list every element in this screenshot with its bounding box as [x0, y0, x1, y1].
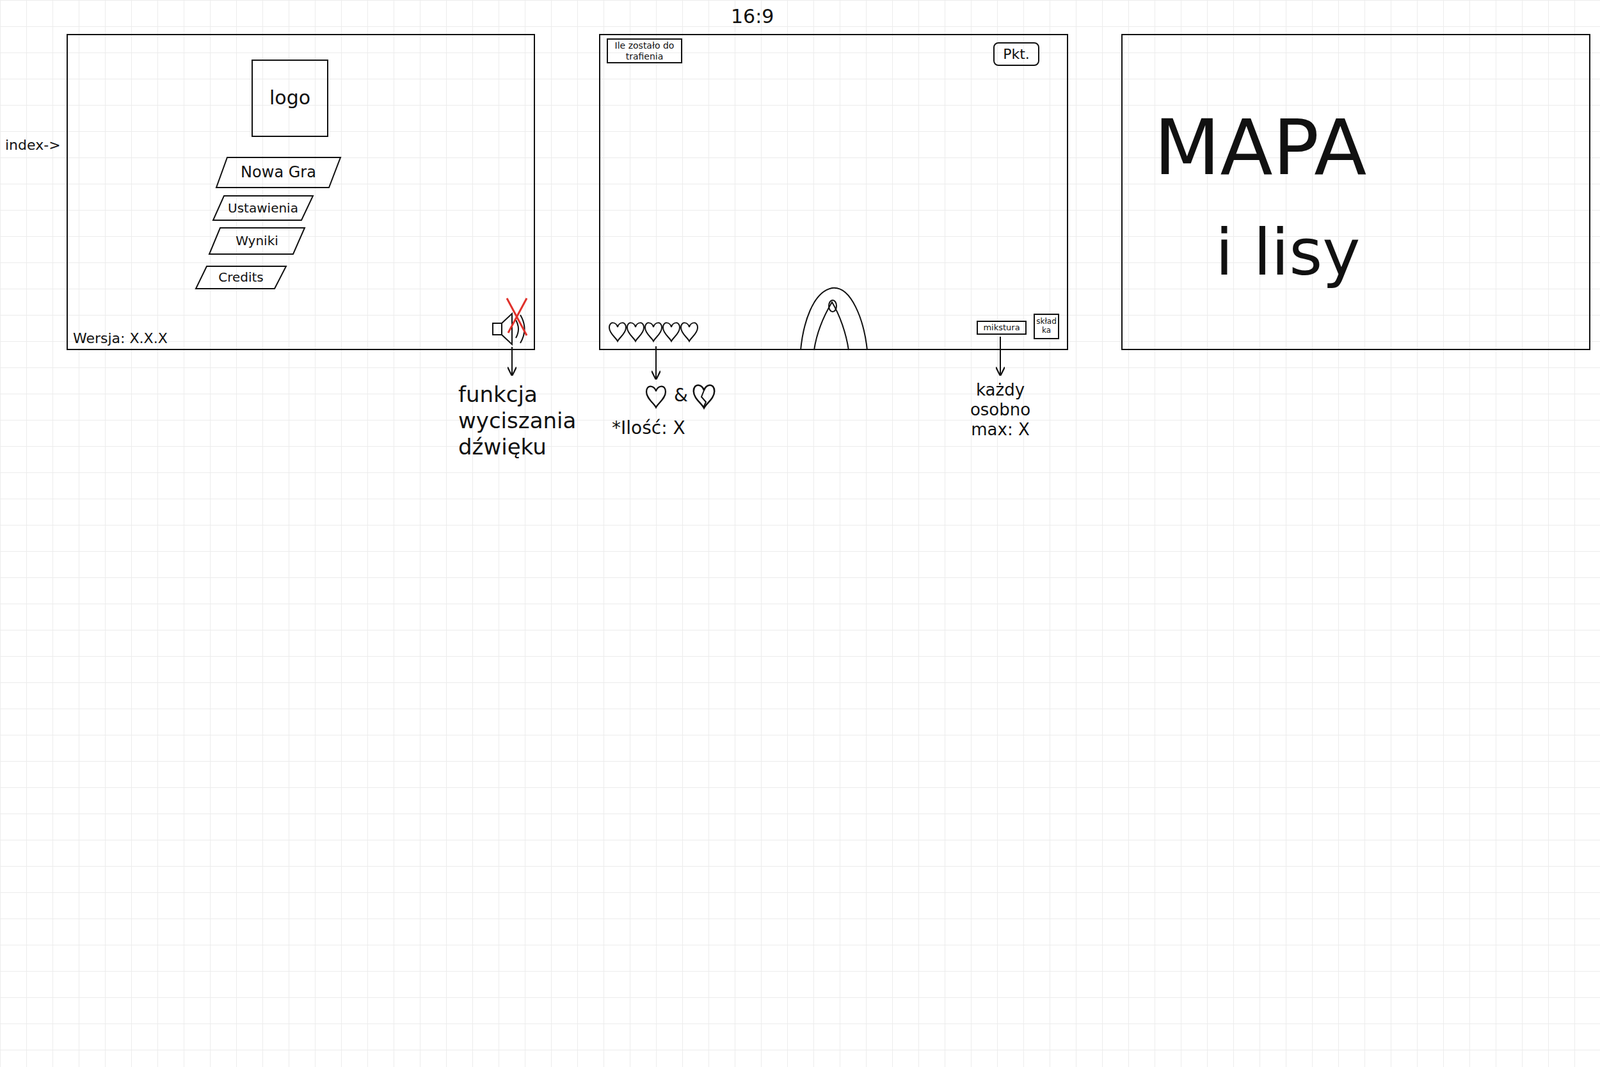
box-shape — [252, 60, 328, 137]
annotation-note: & — [673, 384, 688, 407]
mute-cross — [508, 298, 527, 333]
leader-arrow — [511, 346, 513, 376]
score-box: Pkt. — [993, 42, 1040, 66]
heart-icon — [645, 322, 662, 342]
entry-marker: index-> — [5, 136, 61, 154]
button-shape — [195, 266, 287, 289]
aspect-heading: 16:9 — [730, 5, 774, 27]
box-shape — [977, 321, 1026, 335]
speaker-icon — [492, 298, 527, 345]
heart-icon — [627, 322, 644, 342]
box-label: Ile zostało do trafienia — [609, 40, 680, 61]
screen-frame: Wersja: X.X.X logoNowa GraUstawieniaWynik… — [66, 33, 536, 351]
mute-cross — [506, 298, 527, 336]
box-label: logo — [269, 87, 311, 110]
item-slot: mikstura — [976, 320, 1027, 335]
screen-frame: 16:9Ile zostało do trafieniaPkt.mikstura… — [599, 33, 1069, 351]
box-shape — [607, 39, 682, 63]
box-label: Wyniki — [235, 233, 279, 249]
leader-arrow — [999, 336, 1001, 376]
menu-button: Credits — [195, 265, 287, 290]
logo-box: logo — [251, 59, 329, 137]
counter-box: Ile zostało do trafienia — [606, 38, 683, 64]
map-title: MAPA — [1153, 105, 1367, 191]
heart-icon — [609, 322, 626, 342]
heart-icon — [693, 385, 715, 409]
button-shape — [209, 227, 305, 255]
screen-frame: MAPA i lisy — [1121, 33, 1591, 351]
box-label: Pkt. — [1002, 46, 1030, 63]
figure-inner — [814, 302, 849, 351]
box-label: Ustawienia — [227, 200, 299, 216]
heart-crack — [701, 390, 706, 408]
lives-hearts — [609, 322, 698, 342]
speaker-body — [492, 323, 502, 335]
menu-button: Ustawienia — [212, 195, 314, 221]
box-shape — [1034, 314, 1059, 339]
box-label: skład ka — [1036, 317, 1057, 336]
figure-outline — [800, 288, 868, 351]
button-shape — [213, 195, 313, 221]
half-heart — [693, 385, 715, 409]
button-shape — [216, 157, 341, 188]
player-figure — [800, 288, 868, 351]
map-subtitle: i lisy — [1215, 217, 1360, 288]
menu-button: Nowa Gra — [215, 156, 342, 189]
full-heart — [646, 386, 666, 408]
item-slot: skład ka — [1033, 313, 1060, 340]
heart-icon — [680, 322, 698, 342]
figure-head — [828, 300, 837, 312]
version-text: Wersja: X.X.X — [72, 330, 168, 347]
heart-icon — [663, 322, 680, 342]
box-label: mikstura — [983, 323, 1020, 333]
annotation-note: każdy osobno max: X — [958, 380, 1042, 441]
box-label: Credits — [218, 270, 264, 285]
box-label: Nowa Gra — [240, 163, 317, 182]
annotation-note: *Ilość: X — [611, 417, 686, 440]
annotation-note: funkcja wyciszania dźwięku — [458, 381, 612, 460]
sound-wave — [515, 320, 519, 338]
box-shape — [993, 42, 1039, 66]
menu-button: Wyniki — [208, 227, 306, 255]
leader-arrow — [655, 346, 657, 379]
